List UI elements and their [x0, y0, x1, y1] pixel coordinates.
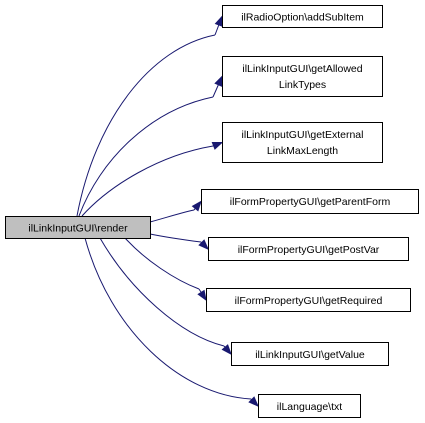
edge-to-add-sub-item-line: [76, 34, 216, 217]
node-get-parent-form-box: [201, 189, 419, 214]
edge-to-get-allowed-link-types-link: [212, 84, 219, 98]
node-language-txt-label: ilLanguage\txt: [277, 401, 342, 413]
edge-to-get-value-line: [99, 237, 225, 347]
node-add-sub-item-box: [222, 5, 383, 28]
node-get-value[interactable]: ilLinkInputGUI\getValue: [231, 342, 389, 366]
node-get-external-link-max-length[interactable]: ilLinkInputGUI\getExternal LinkMaxLength: [222, 122, 383, 163]
edge-to-get-post-var-arrowhead: [198, 239, 209, 250]
node-get-allowed-link-types-label-line2: LinkTypes: [279, 79, 326, 91]
edge-to-get-parent-form: [149, 200, 202, 223]
node-get-parent-form[interactable]: ilFormPropertyGUI\getParentForm: [201, 189, 419, 214]
edge-to-get-post-var: [149, 233, 209, 250]
node-get-external-link-max-length-label-line1: ilLinkInputGUI\getExternal: [242, 129, 364, 141]
edge-to-get-required-arrowhead: [197, 289, 207, 302]
node-get-allowed-link-types-label-line1: ilLinkInputGUI\getAllowed: [242, 63, 362, 75]
edge-to-language-txt-arrowhead: [248, 396, 259, 407]
node-get-external-link-max-length-label-line2: LinkMaxLength: [267, 145, 338, 157]
edge-to-language-txt: [84, 237, 259, 407]
node-get-parent-form-label: ilFormPropertyGUI\getParentForm: [230, 196, 391, 208]
edge-to-get-post-var-line: [149, 233, 202, 243]
edge-to-get-external-link-max-length-arrowhead: [211, 142, 224, 150]
edge-to-get-required: [124, 237, 207, 302]
edge-to-get-parent-form-line: [149, 209, 195, 223]
edge-to-add-sub-item-arrowhead: [214, 15, 223, 27]
node-root[interactable]: ilLinkInputGUI\render: [5, 216, 151, 239]
node-root-label: ilLinkInputGUI\render: [28, 223, 128, 235]
edge-to-get-required-link: [198, 288, 202, 293]
node-get-value-box: [231, 342, 389, 366]
node-get-allowed-link-types-box: [222, 56, 383, 97]
node-get-required-box: [206, 288, 411, 312]
edge-to-get-allowed-link-types-line: [78, 96, 214, 217]
edge-to-get-value: [99, 237, 232, 356]
edge-to-add-sub-item: [76, 15, 223, 217]
edge-to-get-parent-form-arrowhead: [191, 200, 202, 212]
edge-to-get-external-link-max-length: [81, 142, 224, 217]
node-get-value-label: ilLinkInputGUI\getValue: [255, 349, 365, 361]
node-add-sub-item-label: ilRadioOption\addSubItem: [241, 12, 364, 24]
node-language-txt[interactable]: ilLanguage\txt: [258, 394, 361, 418]
edge-to-get-external-link-max-length-line: [81, 145, 214, 217]
node-get-post-var[interactable]: ilFormPropertyGUI\getPostVar: [208, 237, 409, 261]
edge-to-language-txt-line: [84, 237, 252, 400]
edge-to-get-allowed-link-types-arrowhead: [214, 75, 223, 87]
node-get-allowed-link-types[interactable]: ilLinkInputGUI\getAllowed LinkTypes: [222, 56, 383, 97]
node-get-external-link-max-length-box: [222, 122, 383, 163]
node-get-post-var-label: ilFormPropertyGUI\getPostVar: [238, 244, 380, 256]
node-get-required-label: ilFormPropertyGUI\getRequired: [235, 295, 383, 307]
node-add-sub-item[interactable]: ilRadioOption\addSubItem: [222, 5, 383, 28]
edge-to-get-allowed-link-types: [78, 75, 223, 217]
node-root-box: [5, 216, 151, 239]
edge-to-get-value-arrowhead: [221, 344, 232, 356]
call-edges: [76, 15, 259, 407]
node-language-txt-box: [258, 394, 361, 418]
node-get-required[interactable]: ilFormPropertyGUI\getRequired: [206, 288, 411, 312]
node-get-post-var-box: [208, 237, 409, 261]
edge-to-add-sub-item-link: [214, 24, 220, 36]
edge-to-get-required-line: [124, 237, 200, 290]
